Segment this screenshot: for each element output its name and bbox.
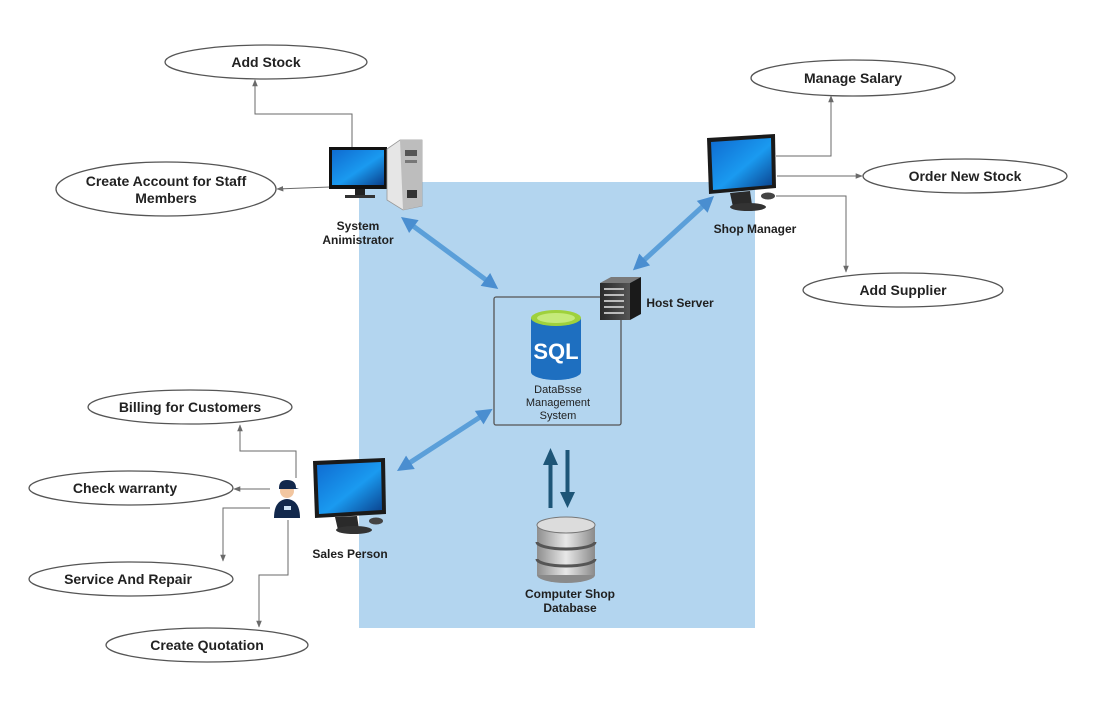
connector-create-quotation: [256, 520, 289, 628]
dbms-box: [493, 296, 622, 426]
create-quotation-label: Create Quotation: [150, 636, 264, 653]
data-flow-arrows: [397, 196, 714, 508]
create-quotation-ellipse: [105, 627, 309, 663]
connector-billing: [237, 424, 297, 478]
sales-label: Sales Person: [312, 547, 388, 561]
database-label-line1: Computer Shop: [525, 587, 615, 601]
add-supplier-label: Add Supplier: [859, 281, 947, 298]
billing-label: Billing for Customers: [118, 398, 262, 415]
dbms-label-line1: DataBsse: [534, 384, 582, 396]
service-repair-label: Service And Repair: [64, 570, 192, 587]
host-server-label: Host Server: [646, 296, 714, 310]
arrow-manager-dbms: [632, 196, 714, 271]
connector-create-account: [276, 185, 331, 192]
manager-label: Shop Manager: [713, 222, 797, 236]
create-account-label-line2: Members: [135, 190, 197, 206]
use-case-ellipses: [28, 44, 1068, 663]
connector-add-stock: [252, 79, 353, 150]
connectors: [220, 79, 863, 628]
sales-computer-icon: [313, 458, 386, 534]
add-supplier-ellipse: [802, 272, 1004, 308]
connector-manage-salary: [776, 95, 834, 157]
order-new-stock-ellipse: [862, 158, 1068, 194]
order-new-stock-label: Order New Stock: [908, 167, 1022, 184]
connector-service-repair: [220, 507, 270, 562]
connector-add-supplier: [776, 195, 849, 273]
arrow-sales-dbms: [397, 408, 493, 471]
manage-salary-label: Manage Salary: [803, 69, 903, 86]
check-warranty-ellipse: [28, 470, 234, 506]
manage-salary-ellipse: [750, 59, 956, 97]
add-stock-ellipse: [164, 44, 368, 80]
billing-ellipse: [87, 389, 293, 425]
dbms-label-line2: Management: [525, 397, 591, 409]
admin-label-line2: Animistrator: [322, 233, 394, 247]
database-label: Computer Shop Database: [510, 587, 630, 615]
computer-shop-database-icon: [535, 516, 597, 583]
arrow-db-up: [543, 448, 558, 508]
sql-database-icon: SQL: [531, 310, 581, 380]
check-warranty-label: Check warranty: [72, 479, 178, 496]
dbms-label-line3: System: [539, 410, 577, 422]
admin-label: System Animistrator: [308, 219, 408, 247]
admin-computer-icon: [329, 139, 423, 211]
host-server-icon: [600, 277, 641, 320]
dbms-label: DataBsse Management System: [508, 384, 608, 423]
database-label-line2: Database: [543, 601, 597, 615]
create-account-ellipse: [55, 161, 277, 217]
arrow-db-down: [560, 450, 575, 508]
admin-label-line1: System: [336, 219, 380, 233]
create-account-label: Create Account for Staff Members: [58, 172, 274, 208]
sales-person-icon: [274, 480, 300, 518]
add-stock-label: Add Stock: [231, 53, 301, 70]
arrow-admin-dbms: [401, 217, 499, 289]
sql-icon-text: SQL: [533, 339, 578, 364]
service-repair-ellipse: [28, 561, 234, 597]
manager-computer-icon: [707, 134, 776, 211]
create-account-label-line1: Create Account for Staff: [85, 173, 247, 189]
